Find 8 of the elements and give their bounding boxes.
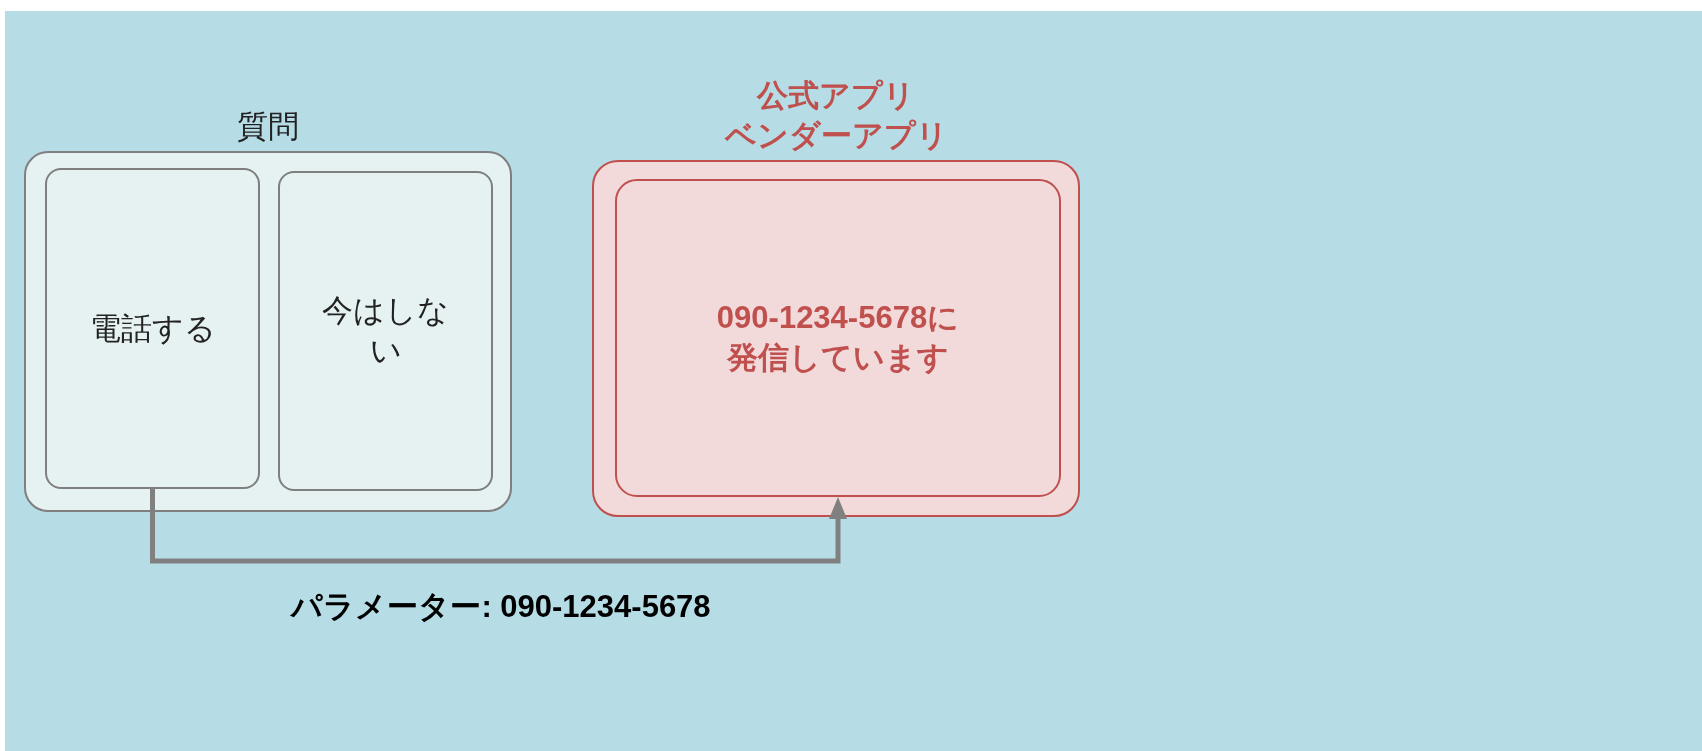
- panel-title: ベンダーアプリ: [724, 117, 948, 155]
- message-box: 090-1234-5678に発信しています: [615, 179, 1061, 497]
- option-box: 今はしない: [278, 171, 493, 491]
- edge-label: パラメーター: 090-1234-5678: [291, 588, 711, 626]
- panel-title: 公式アプリ: [757, 77, 915, 115]
- arrow: [150, 489, 847, 564]
- panel-title: 質問: [237, 108, 299, 146]
- option-box: 電話する: [45, 168, 260, 489]
